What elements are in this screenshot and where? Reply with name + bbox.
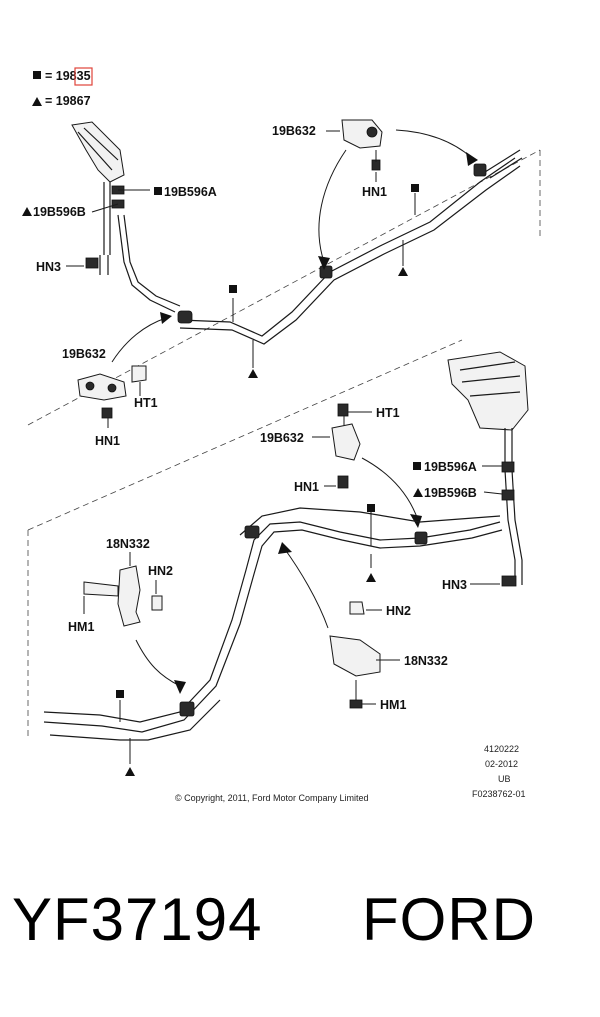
callout-hn2-left: HN2 [148, 564, 173, 578]
square-marker-icon [229, 285, 237, 293]
callout-hn1-mid: HN1 [294, 480, 319, 494]
callout-hn2-right: HN2 [386, 604, 411, 618]
upper-long-tube [179, 157, 516, 337]
triangle-marker-icon [125, 767, 135, 776]
callout-19b596a-left: 19B596A [164, 185, 217, 199]
footer: YF37194 FORD [0, 885, 600, 995]
triangle-symbol-icon [22, 207, 32, 216]
triangle-marker-icon [366, 573, 376, 582]
upper-assembly [22, 119, 523, 428]
callout-ht1-left: HT1 [134, 396, 158, 410]
square-symbol-icon [154, 187, 162, 195]
copyright-text: © Copyright, 2011, Ford Motor Company Li… [175, 793, 369, 803]
callout-hn1-left: HN1 [95, 434, 120, 448]
triangle-marker-icon [398, 267, 408, 276]
meta-line-3: UB [498, 774, 511, 784]
square-marker-icon [367, 504, 375, 512]
callout-18n332-left: 18N332 [106, 537, 150, 551]
callout-hm1-left: HM1 [68, 620, 94, 634]
square-marker-icon [116, 690, 124, 698]
clip-19b632-left [77, 365, 147, 428]
callout-19b596a-right: 19B596A [424, 460, 477, 474]
highlight-box [74, 67, 93, 86]
legend-triangle-text: = 19867 [45, 94, 91, 108]
clip-19b632-mid [312, 403, 372, 489]
meta-line-4: F0238762-01 [472, 789, 526, 799]
engine-block [447, 351, 529, 431]
callout-19b596b-right: 19B596B [424, 486, 477, 500]
callout-19b632-left: 19B632 [62, 347, 106, 361]
triangle-marker-icon [248, 369, 258, 378]
callout-labels: 19B632 HN1 19B596A 19B596B HN3 19B632 HT… [33, 124, 477, 712]
triangle-symbol-icon [32, 97, 42, 106]
callout-18n332-right: 18N332 [404, 654, 448, 668]
callout-hn3-right: HN3 [442, 578, 467, 592]
clip-19b632-top [326, 119, 383, 171]
part-number: YF37194 [12, 886, 263, 953]
callout-hn1-top: HN1 [362, 185, 387, 199]
legend-square-text: = 19835 [45, 69, 91, 83]
square-symbol-icon [413, 462, 421, 470]
clip-18n332-left [83, 552, 163, 627]
brand-name: FORD [362, 886, 536, 953]
engine-bracket [71, 121, 125, 183]
callout-19b632-top: 19B632 [272, 124, 316, 138]
square-marker-icon [411, 184, 419, 192]
separator-lines [27, 149, 541, 740]
parts-diagram: = 19835 = 19867 [22, 67, 541, 803]
callout-ht1-mid: HT1 [376, 406, 400, 420]
lower-assembly [43, 351, 529, 776]
meta-line-1: 4120222 [484, 744, 519, 754]
callout-19b596b-left: 19B596B [33, 205, 86, 219]
callout-19b632-mid: 19B632 [260, 431, 304, 445]
triangle-symbol-icon [413, 488, 423, 497]
lower-long-tube [43, 521, 501, 723]
callout-hn3-left: HN3 [36, 260, 61, 274]
drawing-meta: 4120222 02-2012 UB F0238762-01 © Copyrig… [175, 744, 526, 803]
square-symbol-icon [33, 71, 41, 79]
clip-18n332-right [329, 601, 400, 709]
callout-hm1-right: HM1 [380, 698, 406, 712]
meta-line-2: 02-2012 [485, 759, 518, 769]
legend: = 19835 = 19867 [32, 67, 93, 108]
